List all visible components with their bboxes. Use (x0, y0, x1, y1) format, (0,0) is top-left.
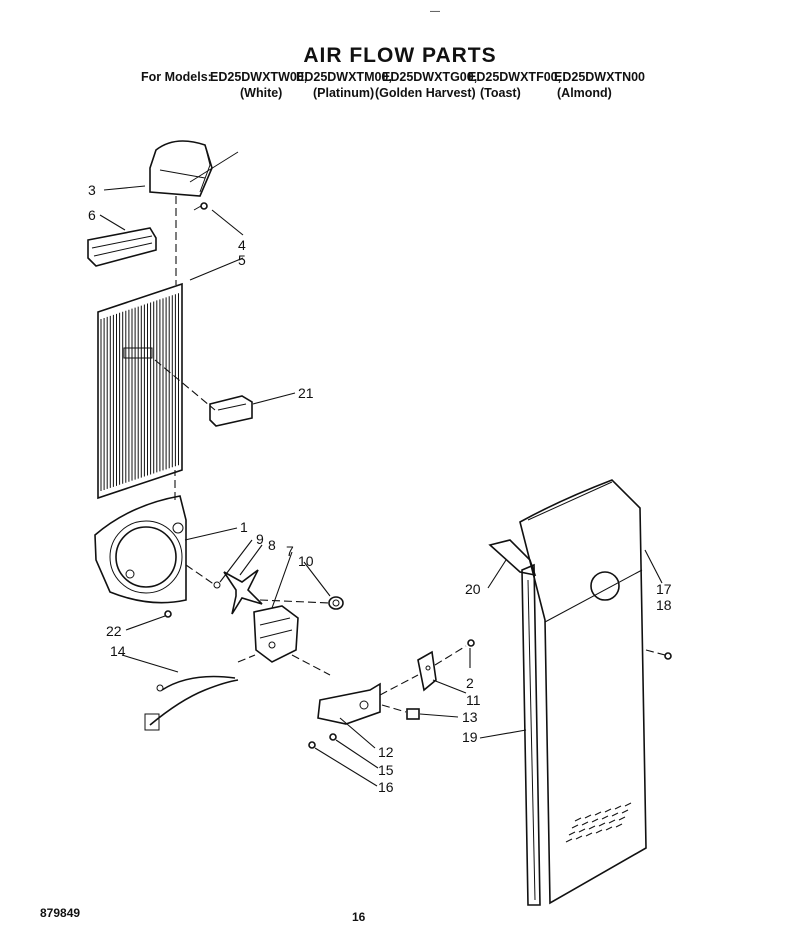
color-white: (White) (240, 86, 283, 100)
panel-vent-slot (598, 822, 606, 827)
callout-4: 4 (238, 237, 246, 253)
model-almond: ED25DWXTN00 (554, 70, 645, 84)
color-platinum: (Platinum) (313, 86, 375, 100)
panel-vent-slot (595, 829, 603, 834)
callout-2: 2 (466, 675, 474, 691)
page-title: AIR FLOW PARTS (303, 44, 497, 67)
callout-14: 14 (110, 643, 126, 659)
leader-lines (99, 185, 663, 787)
model-platinum: ED25DWXTM00, (296, 70, 392, 84)
panel-vent-slot (578, 828, 586, 833)
panel-vent-slot (568, 831, 576, 836)
callout-10: 10 (298, 553, 314, 569)
panel-vent-slot (574, 817, 582, 822)
alignment-lines (154, 196, 666, 713)
wire-harness-part (144, 675, 239, 731)
callout-11: 11 (466, 692, 481, 708)
switch-bracket-part (417, 650, 437, 692)
callout-21: 21 (298, 385, 314, 401)
panel-vent-slot (588, 825, 596, 830)
clip-part-13 (406, 708, 420, 720)
vent-grille-part (87, 227, 157, 267)
callout-3: 3 (88, 182, 96, 198)
panel-vent-slot (591, 818, 599, 823)
screw-part-2 (467, 639, 475, 647)
screw-part-22 (164, 610, 172, 618)
model-toast: ED25DWXTF00, (468, 70, 562, 84)
fan-blade-part (213, 569, 263, 615)
document-number: 879849 (40, 906, 81, 920)
models-label: For Models: (141, 70, 212, 84)
grommet-part (328, 596, 344, 610)
screw-part-4 (193, 202, 208, 211)
mounting-bracket-part (317, 682, 381, 725)
callout-8: 8 (268, 537, 276, 553)
panel-vent-slot (601, 815, 609, 820)
callout-labels: 3 6 4 5 21 1 9 8 7 10 22 14 2 11 13 12 1… (88, 182, 672, 795)
model-white: ED25DWXTW00, (210, 70, 308, 84)
panel-vent-slot (581, 821, 589, 826)
callout-5: 5 (238, 252, 246, 268)
callout-22: 22 (106, 623, 122, 639)
callout-16: 16 (378, 779, 394, 795)
evaporator-cover-part (97, 282, 183, 500)
callout-7: 7 (286, 543, 294, 559)
model-golden-harvest: ED25DWXTG00, (382, 70, 478, 84)
fan-shroud-part (94, 495, 187, 604)
panel-vent-slot (624, 802, 632, 807)
panel-vent-slot (585, 832, 593, 837)
trim-strip-part (521, 563, 541, 906)
callout-19: 19 (462, 729, 478, 745)
panel-vent-slot (594, 811, 602, 816)
callout-17: 17 (656, 581, 672, 597)
seal-strip-part (488, 539, 537, 577)
panel-vent-slot (584, 814, 592, 819)
panel-vent-slot (615, 823, 623, 828)
callout-15: 15 (378, 762, 394, 778)
page-number: 16 (352, 910, 366, 924)
fan-motor-part (253, 605, 299, 663)
callout-1: 1 (240, 519, 248, 535)
duct-cover-part (149, 140, 239, 197)
screw-part-15 (329, 733, 337, 741)
panel-vent-slot (611, 812, 619, 817)
panel-vent-slot (575, 835, 583, 840)
screw-part-18 (664, 652, 672, 660)
callout-9: 9 (256, 531, 264, 547)
panel-vent-slot (608, 819, 616, 824)
panel-vent-slot (621, 809, 629, 814)
screw-part-16 (308, 741, 316, 749)
panel-vent-slot (614, 805, 622, 810)
callout-6: 6 (88, 207, 96, 223)
panel-vent-slot (571, 824, 579, 829)
panel-vent-slot (605, 826, 613, 831)
color-toast: (Toast) (480, 86, 521, 100)
color-almond: (Almond) (557, 86, 612, 100)
panel-vent-slot (618, 816, 626, 821)
callout-18: 18 (656, 597, 672, 613)
callout-13: 13 (462, 709, 478, 725)
panel-vent-slot (604, 808, 612, 813)
damper-bracket-part (209, 395, 253, 427)
panel-vent-slot (565, 838, 573, 843)
callout-20: 20 (465, 581, 481, 597)
divider-panel-part (519, 479, 647, 905)
callout-12: 12 (378, 744, 394, 760)
top-mark: — (430, 6, 440, 17)
color-golden-harvest: (Golden Harvest) (375, 86, 476, 100)
